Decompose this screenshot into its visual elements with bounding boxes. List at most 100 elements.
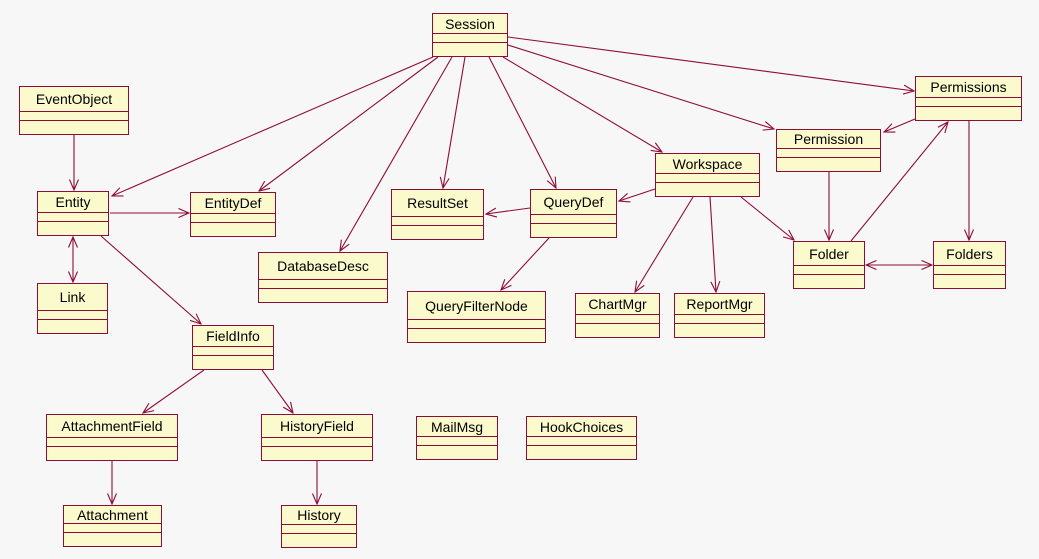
operations-compartment-permissions — [916, 106, 1021, 120]
operations-compartment-folders — [934, 274, 1005, 288]
class-box-resultset[interactable]: ResultSet — [391, 189, 484, 240]
class-box-workspace[interactable]: Workspace — [655, 153, 760, 197]
class-box-folder[interactable]: Folder — [793, 241, 865, 289]
edge-workspace-to-folder[interactable] — [740, 196, 794, 240]
attributes-compartment-hookchoices — [527, 436, 636, 445]
attributes-compartment-attachmentfield — [47, 437, 177, 446]
class-box-eventobject[interactable]: EventObject — [19, 86, 129, 135]
operations-compartment-resultset — [392, 225, 483, 239]
edge-session-to-querydef[interactable] — [488, 56, 556, 188]
class-box-queryfilternode[interactable]: QueryFilterNode — [407, 291, 546, 343]
class-box-chartmgr[interactable]: ChartMgr — [575, 293, 660, 338]
class-box-databasedesc[interactable]: DatabaseDesc — [258, 252, 388, 303]
class-box-querydef[interactable]: QueryDef — [530, 189, 617, 238]
class-name-eventobject: EventObject — [35, 91, 113, 107]
operations-compartment-fieldinfo — [193, 355, 273, 369]
edge-workspace-to-chartmgr[interactable] — [635, 196, 694, 292]
class-box-history[interactable]: History — [281, 505, 357, 548]
class-box-session[interactable]: Session — [432, 13, 508, 57]
class-box-attachmentfield[interactable]: AttachmentField — [46, 414, 178, 461]
class-name-permission: Permission — [793, 131, 864, 147]
class-box-fieldinfo[interactable]: FieldInfo — [192, 325, 274, 370]
class-box-link[interactable]: Link — [37, 283, 108, 334]
attributes-compartment-resultset — [392, 216, 483, 225]
attributes-compartment-history — [282, 524, 356, 533]
edge-querydef-to-resultset[interactable] — [486, 207, 531, 214]
edge-session-to-databasedesc[interactable] — [340, 56, 453, 251]
operations-compartment-reportmgr — [675, 323, 764, 337]
class-name-folder: Folder — [809, 245, 849, 262]
class-name-history: History — [297, 507, 341, 523]
edge-session-to-workspace[interactable] — [502, 56, 662, 152]
edge-session-to-entitydef[interactable] — [259, 56, 439, 191]
edge-folder-to-permissions[interactable] — [850, 122, 948, 242]
class-name-hookchoices: HookChoices — [539, 418, 624, 435]
attributes-compartment-session — [433, 33, 507, 42]
attributes-compartment-reportmgr — [675, 314, 764, 323]
attributes-compartment-attachment — [64, 523, 161, 532]
operations-compartment-historyfield — [262, 446, 372, 460]
class-box-folders[interactable]: Folders — [933, 241, 1006, 289]
operations-compartment-querydef — [531, 223, 616, 237]
operations-compartment-permission — [777, 157, 880, 171]
operations-compartment-databasedesc — [259, 288, 387, 302]
attributes-compartment-entitydef — [191, 213, 275, 222]
class-box-entitydef[interactable]: EntityDef — [190, 192, 276, 237]
attributes-compartment-querydef — [531, 214, 616, 223]
class-box-permissions[interactable]: Permissions — [915, 76, 1022, 121]
edge-fieldinfo-to-historyfield[interactable] — [261, 369, 293, 413]
class-name-reportmgr: ReportMgr — [686, 296, 753, 312]
class-name-attachment: Attachment — [77, 506, 148, 523]
edge-permissions-to-permission[interactable] — [884, 118, 916, 132]
edge-entity-to-fieldinfo[interactable] — [100, 235, 201, 324]
attributes-compartment-folders — [934, 265, 1005, 274]
class-box-historyfield[interactable]: HistoryField — [261, 414, 373, 461]
attributes-compartment-chartmgr — [576, 314, 659, 323]
edge-session-to-permission[interactable] — [507, 44, 774, 129]
class-name-permissions: Permissions — [930, 79, 1007, 95]
attributes-compartment-entity — [38, 212, 108, 221]
class-box-mailmsg[interactable]: MailMsg — [416, 416, 498, 460]
edge-workspace-to-reportmgr[interactable] — [709, 196, 716, 292]
edge-fieldinfo-to-attachmentfield[interactable] — [143, 369, 205, 413]
operations-compartment-queryfilternode — [408, 328, 545, 342]
edge-session-to-resultset[interactable] — [443, 56, 466, 188]
class-name-workspace: Workspace — [672, 155, 743, 172]
attributes-compartment-fieldinfo — [193, 346, 273, 355]
edge-session-to-permissions[interactable] — [507, 36, 914, 91]
class-name-session: Session — [445, 15, 495, 32]
class-name-attachmentfield: AttachmentField — [61, 418, 163, 434]
class-name-entity: Entity — [55, 194, 91, 210]
class-name-folders: Folders — [946, 245, 993, 262]
class-box-hookchoices[interactable]: HookChoices — [526, 416, 637, 460]
class-box-attachment[interactable]: Attachment — [63, 505, 162, 547]
operations-compartment-entitydef — [191, 222, 275, 236]
class-name-databasedesc: DatabaseDesc — [277, 258, 369, 274]
edge-querydef-to-queryfilternode[interactable] — [501, 237, 550, 290]
edge-session-to-entity[interactable] — [112, 56, 434, 196]
attributes-compartment-permission — [777, 148, 880, 157]
operations-compartment-attachmentfield — [47, 446, 177, 460]
class-box-permission[interactable]: Permission — [776, 129, 881, 172]
operations-compartment-entity — [38, 221, 108, 235]
operations-compartment-eventobject — [20, 120, 128, 134]
operations-compartment-session — [433, 42, 507, 56]
class-name-entitydef: EntityDef — [204, 195, 262, 211]
class-name-fieldinfo: FieldInfo — [206, 328, 260, 344]
edge-workspace-to-querydef[interactable] — [619, 188, 656, 201]
class-name-querydef: QueryDef — [543, 194, 604, 210]
attributes-compartment-eventobject — [20, 111, 128, 120]
attributes-compartment-workspace — [656, 173, 759, 182]
attributes-compartment-permissions — [916, 97, 1021, 106]
operations-compartment-workspace — [656, 182, 759, 196]
class-name-mailmsg: MailMsg — [430, 418, 484, 435]
attributes-compartment-historyfield — [262, 437, 372, 446]
class-name-historyfield: HistoryField — [280, 418, 354, 434]
class-box-reportmgr[interactable]: ReportMgr — [674, 293, 765, 338]
attributes-compartment-queryfilternode — [408, 319, 545, 328]
operations-compartment-link — [38, 319, 107, 333]
class-box-entity[interactable]: Entity — [37, 191, 109, 236]
class-name-resultset: ResultSet — [407, 195, 468, 211]
